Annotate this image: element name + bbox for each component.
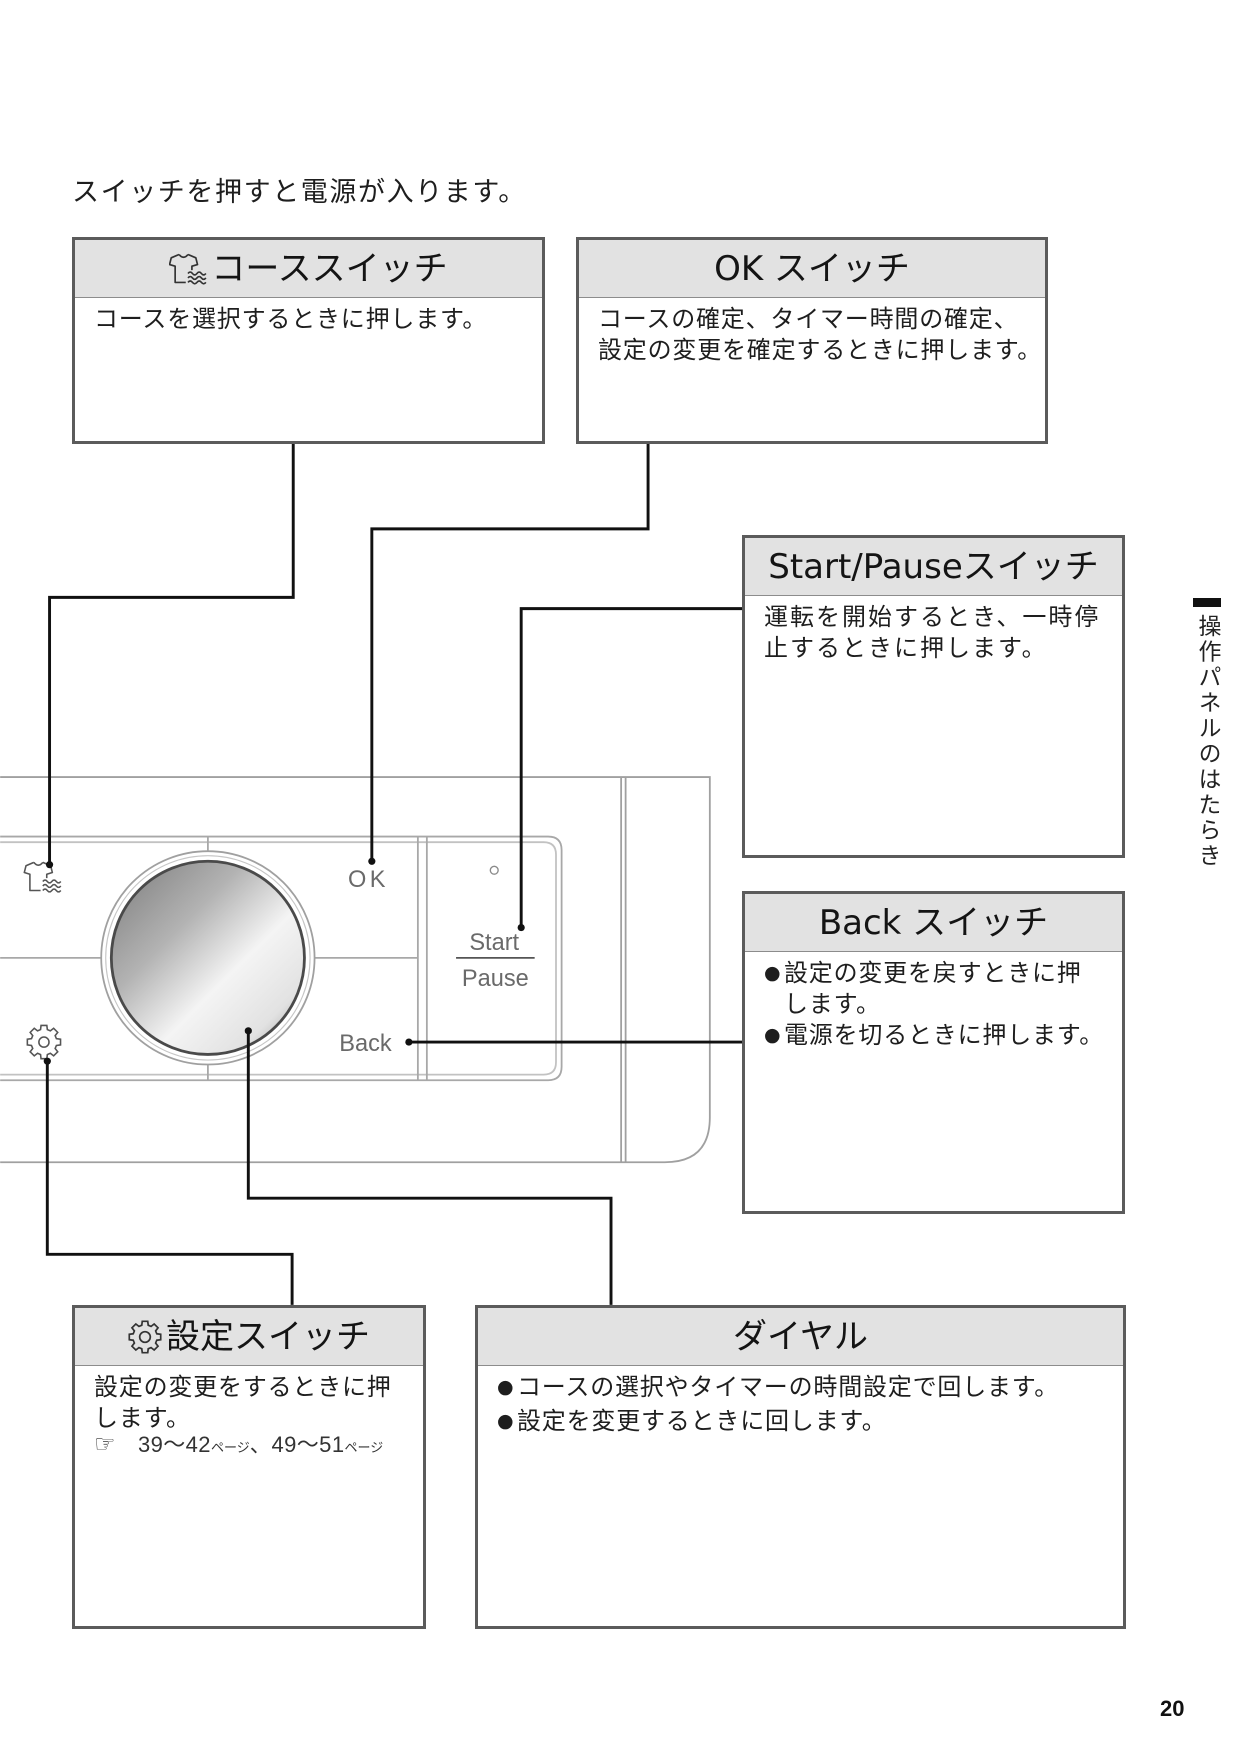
description-line: します。: [94, 1404, 191, 1432]
reference-range: 39〜42: [138, 1432, 211, 1457]
ok-connector: [370, 443, 650, 862]
gear-icon: [26, 1024, 62, 1060]
pointing-hand-icon: ☞: [94, 1430, 117, 1458]
page-number: 20: [1160, 1696, 1185, 1721]
reference-range: 49〜51: [271, 1432, 345, 1457]
list-item: ● コースの選択やタイマーの時間設定で回します。: [497, 1372, 1113, 1403]
ok-switch-header: OK スイッチ: [579, 240, 1045, 298]
gear-icon: [128, 1319, 162, 1354]
settings-connector: [45, 1061, 294, 1305]
reference-unit: ページ: [344, 1441, 384, 1456]
appliance-panel-outline: [0, 776, 711, 1164]
course-switch-title: コーススイッチ: [211, 248, 448, 289]
description-line: 設定を変更するときに回します。: [517, 1407, 887, 1435]
back-switch-title: Back スイッチ: [818, 902, 1049, 943]
bullet: ●: [497, 1410, 515, 1432]
course-switch-description: コースを選択するときに押します。: [75, 298, 542, 335]
connector-lines: [45, 443, 743, 1305]
connector-dots: [43, 857, 525, 1065]
course-switch-callout: コーススイッチ コースを選択するときに押します。: [72, 237, 545, 444]
dial-knob: [100, 850, 316, 1066]
ok-switch-description: コースの確定、タイマー時間の確定、 設定の変更を確定するときに押します。: [579, 298, 1045, 366]
ok-switch-callout: OK スイッチ コースの確定、タイマー時間の確定、 設定の変更を確定するときに押…: [576, 237, 1048, 444]
description-line: コースの確定、タイマー時間の確定、: [598, 305, 1019, 333]
control-panel-frame: [0, 835, 563, 1082]
bullet: ●: [764, 1024, 782, 1046]
reference-separator: 、: [249, 1433, 272, 1457]
settings-switch-title: 設定スイッチ: [166, 1316, 370, 1357]
tshirt-icon: [23, 861, 62, 893]
start-pause-connector: [519, 607, 743, 928]
dial-description: ● コースの選択やタイマーの時間設定で回します。 ● 設定を変更するときに回しま…: [478, 1366, 1123, 1437]
settings-switch-header: 設定スイッチ: [75, 1308, 423, 1366]
section-tab-marker: [1193, 598, 1221, 607]
dial-header: ダイヤル: [478, 1308, 1123, 1366]
dial-connector: [246, 1030, 613, 1305]
list-item: ● 設定の変更を戻すときに押 します。: [764, 958, 1112, 1020]
back-switch-description: ● 設定の変更を戻すときに押 します。 ● 電源を切るときに押します。: [745, 952, 1122, 1051]
start-indicator-light: [489, 865, 499, 875]
ok-switch-title: OK スイッチ: [714, 248, 910, 289]
description-line: 電源を切るときに押します。: [784, 1021, 1104, 1049]
reference-unit: ページ: [210, 1441, 250, 1456]
dial-callout: ダイヤル ● コースの選択やタイマーの時間設定で回します。 ● 設定を変更すると…: [475, 1305, 1126, 1629]
settings-switch-callout: 設定スイッチ 設定の変更をするときに押 します。 ☞ 39〜42 ページ 、 4…: [72, 1305, 426, 1629]
description-line: します。: [784, 990, 881, 1018]
list-item: ● 設定を変更するときに回します。: [497, 1406, 1113, 1437]
back-switch-header: Back スイッチ: [745, 894, 1122, 952]
start-label: Start: [469, 929, 519, 955]
description-line: コースの選択やタイマーの時間設定で回します。: [517, 1373, 1059, 1401]
description-line: 止するときに押します。: [764, 634, 1048, 662]
start-pause-switch-callout: Start/Pauseスイッチ 運転を開始するとき、一時停 止するときに押します…: [742, 535, 1125, 858]
course-connector: [48, 443, 295, 865]
section-tab-label: 操作パネルのはたらき: [1194, 614, 1220, 869]
bullet: ●: [497, 1376, 515, 1398]
ok-label: OK: [348, 866, 389, 892]
intro-text: スイッチを押すと電源が入ります。: [72, 177, 527, 208]
description-line: 設定の変更をするときに押: [94, 1373, 392, 1401]
back-switch-callout: Back スイッチ ● 設定の変更を戻すときに押 します。 ● 電源を切るときに…: [742, 891, 1125, 1214]
description-line: 運転を開始するとき、一時停: [764, 603, 1101, 631]
start-pause-switch-header: Start/Pauseスイッチ: [745, 538, 1122, 596]
settings-switch-description: 設定の変更をするときに押 します。 ☞ 39〜42 ページ 、 49〜51 ペー…: [75, 1366, 423, 1462]
start-pause-switch-description: 運転を開始するとき、一時停 止するときに押します。: [745, 596, 1122, 664]
back-label: Back: [339, 1030, 392, 1056]
bullet: ●: [764, 962, 782, 984]
tshirt-icon: [169, 253, 207, 285]
page-reference: ☞ 39〜42 ページ 、 49〜51 ページ: [94, 1431, 413, 1462]
course-switch-header: コーススイッチ: [75, 240, 542, 298]
description-line: 設定の変更を戻すときに押: [784, 959, 1082, 987]
list-item: ● 電源を切るときに押します。: [764, 1020, 1112, 1051]
description-line: コースを選択するときに押します。: [94, 305, 488, 333]
dial-title: ダイヤル: [733, 1316, 868, 1357]
start-pause-switch-title: Start/Pauseスイッチ: [768, 546, 1099, 587]
pause-label: Pause: [462, 965, 529, 991]
description-line: 設定の変更を確定するときに押します。: [598, 336, 1042, 364]
